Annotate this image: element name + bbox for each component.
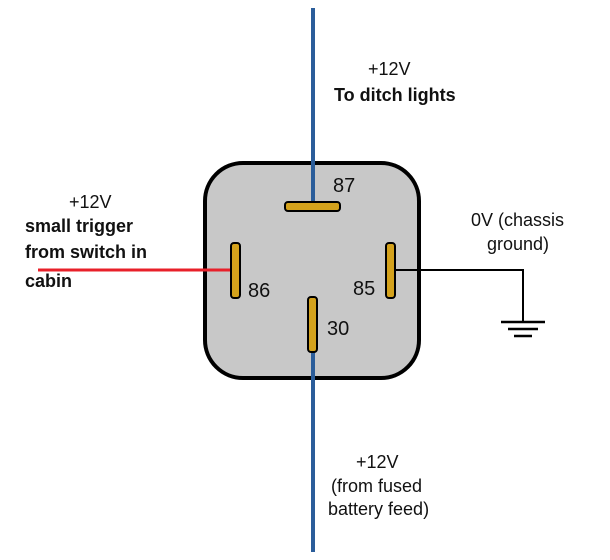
output-voltage: +12V [368,59,411,79]
pin-86 [230,242,241,299]
pin-30-label: 30 [327,318,349,340]
feed-line-1: (from fused [331,476,422,496]
pin-87 [284,201,341,212]
pin-30 [307,296,318,353]
ground-symbol-icon [501,320,545,338]
trigger-line-3: cabin [25,271,72,291]
pin-85 [385,242,396,299]
pin-87-label: 87 [333,175,355,197]
pin-85-label: 85 [353,278,375,300]
pin-86-label: 86 [248,280,270,302]
trigger-voltage: +12V [69,192,112,212]
trigger-line-2: from switch in [25,242,147,262]
feed-voltage: +12V [356,452,399,472]
ground-line-2: ground) [487,234,549,254]
ground-line-1: 0V (chassis [471,210,564,230]
ground-wire-85 [392,269,524,322]
output-description: To ditch lights [334,85,456,105]
feed-line-2: battery feed) [328,499,429,519]
trigger-line-1: small trigger [25,216,133,236]
